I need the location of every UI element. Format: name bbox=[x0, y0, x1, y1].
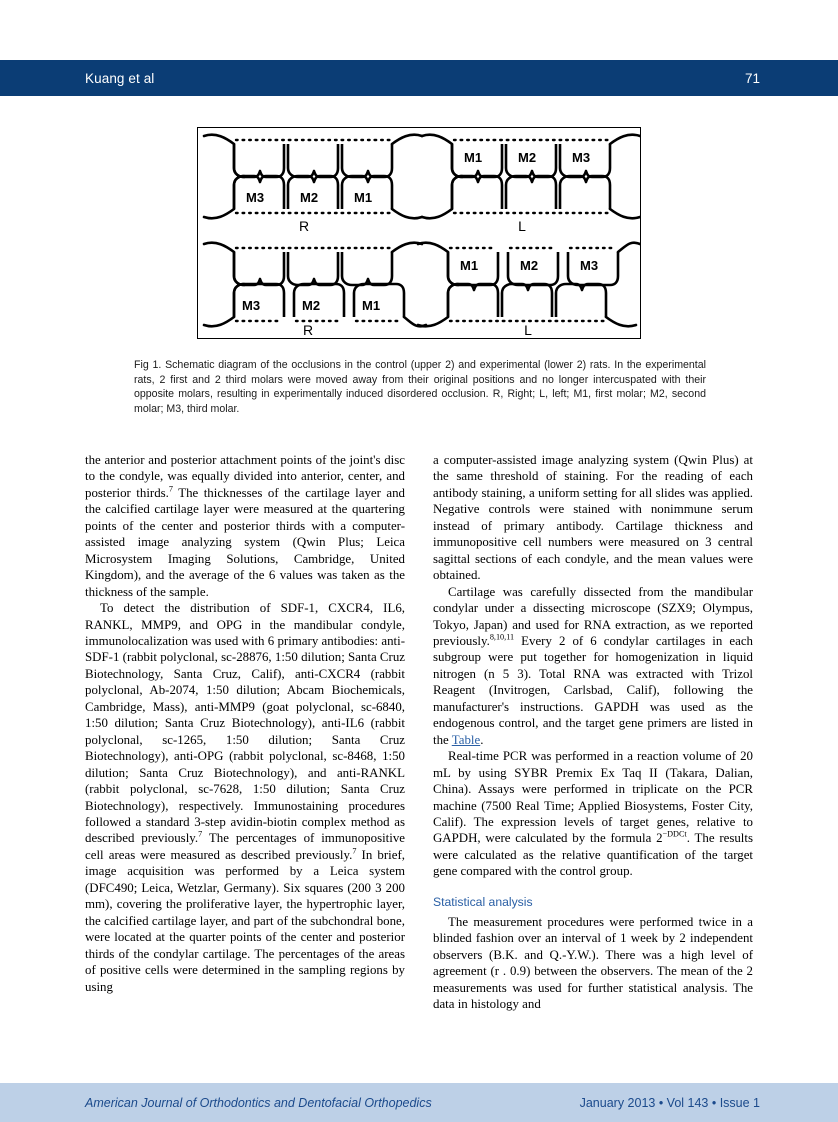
figure-1-caption: Fig 1. Schematic diagram of the occlusio… bbox=[134, 359, 706, 415]
section-heading-statistical-analysis: Statistical analysis bbox=[433, 894, 533, 909]
tooth-label: M1 bbox=[354, 190, 372, 205]
paragraph-text: Real-time PCR was performed in a reactio… bbox=[433, 749, 753, 846]
footer-bar: American Journal of Orthodontics and Den… bbox=[0, 1083, 838, 1122]
tooth-label: M2 bbox=[518, 150, 536, 165]
paragraph-realtime-pcr: Real-time PCR was performed in a reactio… bbox=[433, 748, 753, 880]
reference-marker[interactable]: 8,10,11 bbox=[489, 632, 515, 642]
paragraph-measurement-procedures: The measurement procedures were performe… bbox=[433, 914, 753, 1012]
panel-side-label: L bbox=[524, 322, 532, 338]
body-column-right: a computer-assisted image analyzing syst… bbox=[433, 452, 753, 1050]
paragraph-text-mid: Every 2 of 6 condylar cartilages in each… bbox=[433, 633, 753, 747]
reference-marker[interactable]: 7 bbox=[168, 484, 173, 494]
tooth-label: M3 bbox=[242, 298, 260, 313]
running-head-bar: Kuang et al 71 bbox=[0, 60, 838, 96]
footer-journal-title: American Journal of Orthodontics and Den… bbox=[85, 1095, 432, 1110]
paragraph-rna-extraction: Cartilage was carefully dissected from t… bbox=[433, 584, 753, 749]
reference-marker[interactable]: 7 bbox=[198, 830, 203, 840]
tooth-label: M2 bbox=[520, 258, 538, 273]
panel-side-label: R bbox=[299, 218, 309, 234]
tooth-label: M2 bbox=[302, 298, 320, 313]
paragraph-text-mid: The percentages of immunopositive cell a… bbox=[85, 831, 406, 862]
figure-panel-experimental-right: M3 M2 M1 R bbox=[202, 241, 428, 338]
footer-issue-info: January 2013 • Vol 143 • Issue 1 bbox=[579, 1095, 760, 1110]
paragraph-text: Cartilage was carefully dissected from t… bbox=[433, 584, 753, 648]
tooth-label: M2 bbox=[300, 190, 318, 205]
tooth-label: M3 bbox=[572, 150, 590, 165]
article-body: the anterior and posterior attachment po… bbox=[85, 452, 753, 1050]
figure-panel-experimental-left: M1 M2 M3 L bbox=[416, 241, 640, 338]
tooth-label: M3 bbox=[580, 258, 598, 273]
figure-1-image: M3 M2 M1 R M1 M2 M3 L M3 M2 M1 R M1 bbox=[197, 127, 641, 339]
tooth-label: M3 bbox=[246, 190, 264, 205]
page-number: 71 bbox=[744, 70, 760, 86]
paragraph-text: To detect the distribution of SDF-1, CXC… bbox=[85, 601, 405, 846]
paragraph-text-end: . bbox=[480, 732, 484, 747]
tooth-label: M1 bbox=[460, 258, 478, 273]
paragraph-image-analysis: a computer-assisted image analyzing syst… bbox=[433, 453, 753, 583]
figure-panel-control-right: M3 M2 M1 R bbox=[202, 133, 424, 234]
paragraph-immunolocalization: To detect the distribution of SDF-1, CXC… bbox=[85, 600, 405, 995]
panel-side-label: R bbox=[303, 322, 313, 338]
body-column-left: the anterior and posterior attachment po… bbox=[85, 452, 405, 1050]
paragraph-methods-thickness: the anterior and posterior attachment po… bbox=[85, 452, 405, 600]
formula-exponent: −DDCt bbox=[662, 830, 687, 840]
tooth-label: M1 bbox=[464, 150, 482, 165]
tooth-label: M1 bbox=[362, 298, 380, 313]
paragraph-text: the anterior and posterior attachment po… bbox=[85, 453, 405, 500]
reference-marker[interactable]: 7 bbox=[352, 846, 357, 856]
paragraph-text-end: In brief, image acquisition was performe… bbox=[85, 847, 405, 994]
table-cross-reference-link[interactable]: Table bbox=[451, 732, 481, 747]
running-head-author: Kuang et al bbox=[85, 70, 155, 86]
paragraph-text-end: . The results were calculated as the rel… bbox=[433, 831, 753, 879]
paragraph-text-cont: The thicknesses of the cartilage layer a… bbox=[85, 485, 405, 599]
panel-side-label: L bbox=[518, 218, 526, 234]
figure-panel-control-left: M1 M2 M3 L bbox=[420, 133, 640, 234]
